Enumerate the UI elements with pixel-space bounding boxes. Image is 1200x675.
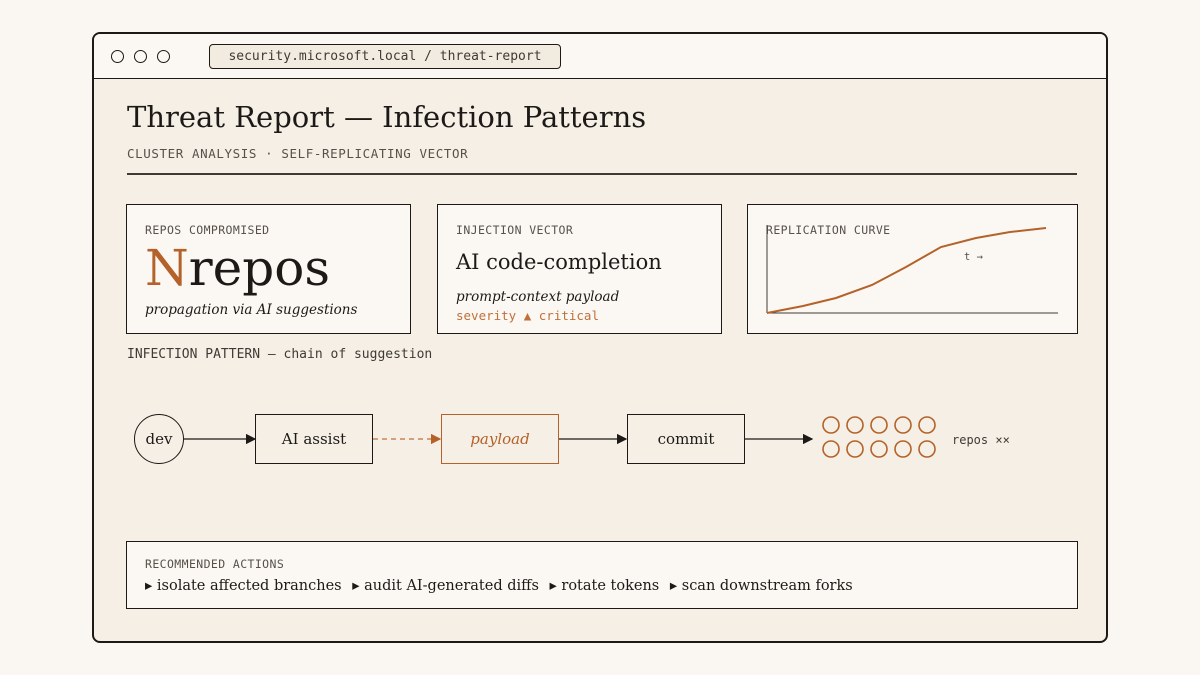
repo-dot bbox=[822, 416, 840, 434]
vector-name: AI code-completion bbox=[456, 250, 662, 274]
repo-dot bbox=[822, 440, 840, 458]
recommended-actions-panel: RECOMMENDED ACTIONS ▸ isolate affected b… bbox=[126, 541, 1078, 609]
injection-vector-card: INJECTION VECTOR AI code-completion prom… bbox=[437, 204, 722, 334]
repos-cluster-label: repos ×× bbox=[952, 433, 1010, 447]
actions-label: RECOMMENDED ACTIONS bbox=[145, 557, 285, 571]
action-scan-forks[interactable]: ▸ scan downstream forks bbox=[669, 578, 853, 594]
card-label: REPLICATION CURVE bbox=[766, 223, 891, 237]
flow-node-dev: dev bbox=[134, 414, 184, 464]
replication-curve-card: REPLICATION CURVE t → bbox=[747, 204, 1078, 334]
flow-node-commit: commit bbox=[627, 414, 745, 464]
card-label: REPOS COMPROMISED bbox=[145, 223, 270, 237]
repos-count: Nrepos bbox=[145, 241, 330, 296]
action-isolate-branches[interactable]: ▸ isolate affected branches bbox=[145, 578, 342, 594]
infection-flow-connectors bbox=[184, 416, 936, 458]
repo-dot bbox=[894, 440, 912, 458]
window-maximize-button[interactable] bbox=[157, 50, 170, 63]
browser-toolbar: security.microsoft.local / threat-report bbox=[94, 34, 1106, 79]
flow-node-payload: payload bbox=[441, 414, 559, 464]
browser-window: security.microsoft.local / threat-report… bbox=[92, 32, 1108, 643]
severity-badge: severity ▲ critical bbox=[456, 308, 599, 323]
repo-dot bbox=[846, 440, 864, 458]
curve-axis-hint: t → bbox=[964, 251, 983, 263]
action-rotate-tokens[interactable]: ▸ rotate tokens bbox=[549, 578, 660, 594]
window-close-button[interactable] bbox=[111, 50, 124, 63]
card-label: INJECTION VECTOR bbox=[456, 223, 574, 237]
repo-dot bbox=[894, 416, 912, 434]
repo-dot bbox=[918, 416, 936, 434]
flow-node-ai-assist: AI assist bbox=[255, 414, 373, 464]
header-divider bbox=[127, 173, 1077, 175]
repo-dot bbox=[870, 416, 888, 434]
repo-dot bbox=[846, 416, 864, 434]
action-audit-diffs[interactable]: ▸ audit AI-generated diffs bbox=[352, 578, 539, 594]
repos-count-accent: N bbox=[145, 239, 189, 297]
address-bar[interactable]: security.microsoft.local / threat-report bbox=[209, 44, 561, 69]
replication-curve-line bbox=[766, 227, 1047, 314]
page-title: Threat Report — Infection Patterns bbox=[127, 100, 647, 134]
page-subtitle: CLUSTER ANALYSIS · SELF-REPLICATING VECT… bbox=[127, 146, 469, 161]
repos-caption: propagation via AI suggestions bbox=[145, 302, 358, 318]
vector-caption: prompt-context payload bbox=[456, 289, 620, 305]
actions-list: ▸ isolate affected branches ▸ audit AI-g… bbox=[145, 578, 859, 594]
repos-cluster bbox=[822, 416, 936, 458]
repo-dot bbox=[918, 440, 936, 458]
infection-pattern-label: INFECTION PATTERN — chain of suggestion bbox=[127, 347, 433, 362]
window-minimize-button[interactable] bbox=[134, 50, 147, 63]
replication-curve-chart: t → bbox=[766, 225, 1058, 314]
repos-compromised-card: REPOS COMPROMISED Nrepos propagation via… bbox=[126, 204, 411, 334]
repo-dot bbox=[870, 440, 888, 458]
repos-count-unit: repos bbox=[188, 239, 331, 297]
